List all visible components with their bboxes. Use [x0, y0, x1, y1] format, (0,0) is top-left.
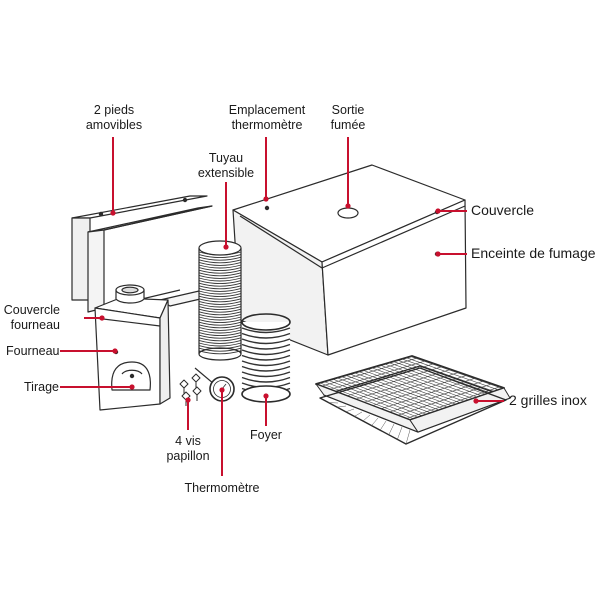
- label-fourneau: Fourneau: [6, 344, 60, 358]
- label-sortie-line1: Sortie: [331, 103, 365, 117]
- label-couvercle: Couvercle: [471, 202, 535, 218]
- label-pieds: 2 pieds amovibles: [72, 103, 156, 133]
- label-enceinte: Enceinte de fumage: [471, 245, 596, 261]
- leader-lines: [60, 137, 504, 476]
- wing-screws: [179, 373, 202, 406]
- label-sortie: Sortie fumée: [318, 103, 378, 133]
- label-pieds-line2: amovibles: [85, 118, 143, 132]
- label-grilles: 2 grilles inox: [509, 392, 587, 408]
- label-emplacement-line1: Emplacement: [228, 103, 306, 117]
- label-couvercle-fourneau-line2: fourneau: [10, 318, 60, 332]
- smoking-enclosure: [232, 164, 467, 356]
- label-vis-line2: papillon: [166, 449, 210, 463]
- label-vis: 4 vis papillon: [158, 434, 218, 464]
- label-tuyau-line2: extensible: [197, 166, 255, 180]
- stainless-grills: [315, 355, 511, 445]
- label-emplacement: Emplacement thermomètre: [222, 103, 312, 133]
- label-couvercle-fourneau: Couvercle fourneau: [2, 303, 60, 333]
- label-tirage: Tirage: [24, 380, 59, 394]
- label-tuyau-line1: Tuyau: [208, 151, 244, 165]
- label-pieds-line1: 2 pieds: [93, 103, 135, 117]
- firebox-coil: [241, 313, 291, 403]
- thermometer: [194, 367, 235, 402]
- label-vis-line1: 4 vis: [175, 434, 201, 448]
- label-thermometre: Thermomètre: [184, 481, 260, 495]
- stove-box: [94, 284, 171, 411]
- label-foyer: Foyer: [250, 428, 282, 442]
- label-emplacement-line2: thermomètre: [231, 118, 303, 132]
- label-couvercle-fourneau-line1: Couvercle: [3, 303, 60, 317]
- label-sortie-line2: fumée: [330, 118, 366, 132]
- label-tuyau: Tuyau extensible: [190, 151, 262, 181]
- extensible-pipe: [198, 240, 242, 361]
